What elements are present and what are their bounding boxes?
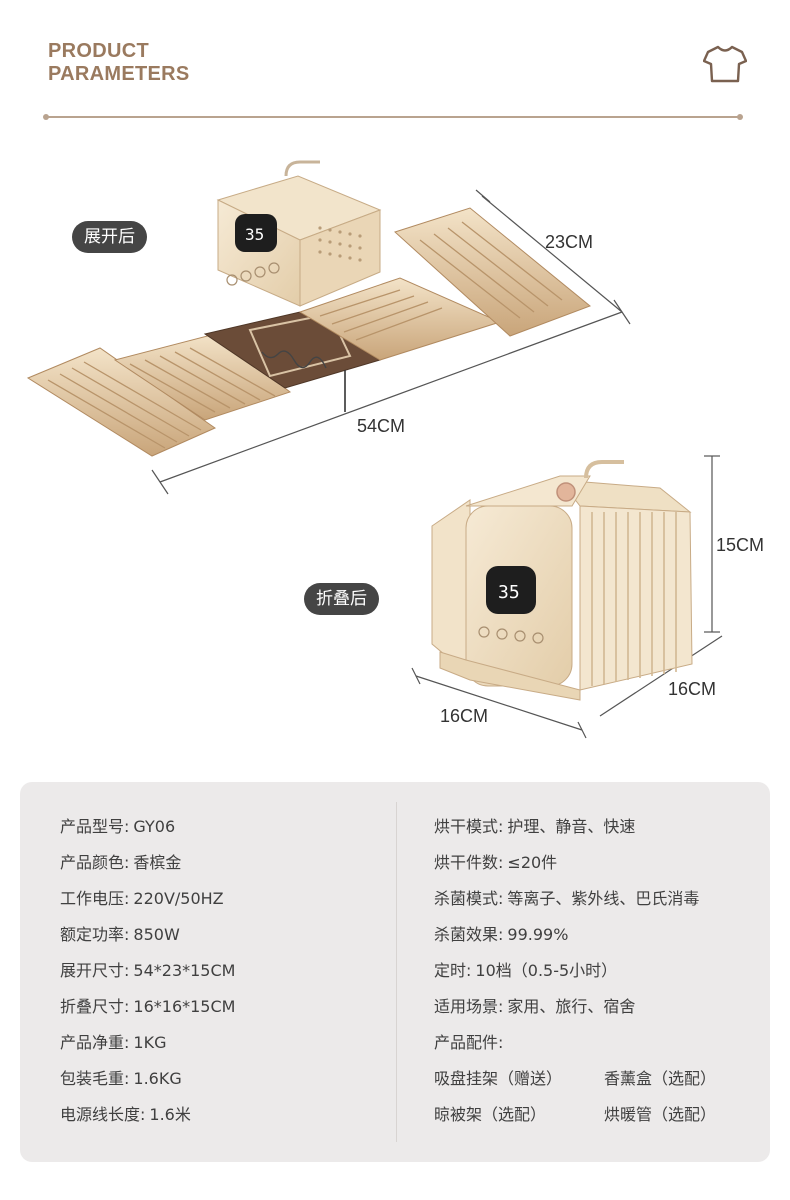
- spec-value: 99.99%: [507, 925, 569, 944]
- spec-card: [20, 782, 770, 1162]
- spec-row: 杀菌模式:等离子、紫外线、巴氏消毒: [434, 884, 716, 920]
- spec-value: 220V/50HZ: [133, 889, 224, 908]
- spec-column-left: 产品型号:GY06 产品颜色:香槟金 工作电压:220V/50HZ 额定功率:8…: [60, 812, 235, 1136]
- expanded-dimension-lines: [151, 189, 631, 495]
- spec-row: 产品净重:1KG: [60, 1028, 235, 1064]
- spec-label: 烘干模式:: [434, 817, 504, 836]
- spec-row: 杀菌效果:99.99%: [434, 920, 716, 956]
- product-illustration: 35: [26, 160, 723, 739]
- spec-value: 家用、旅行、宿舍: [507, 997, 636, 1016]
- spec-label: 杀菌效果:: [434, 925, 504, 944]
- spec-row: 定时:10档（0.5-5小时）: [434, 956, 716, 992]
- spec-value: 1.6KG: [133, 1069, 182, 1088]
- expanded-depth-dimension: 23CM: [545, 232, 594, 252]
- spec-row: 烘干模式:护理、静音、快速: [434, 812, 716, 848]
- spec-label: 烘干件数:: [434, 853, 504, 872]
- spec-row: 电源线长度:1.6米: [60, 1100, 235, 1136]
- spec-label: 额定功率:: [60, 925, 130, 944]
- folded-width-dimension: 16CM: [440, 706, 489, 726]
- spec-row: 适用场景:家用、旅行、宿舍: [434, 992, 716, 1028]
- spec-column-right: 烘干模式:护理、静音、快速 烘干件数:≤20件 杀菌模式:等离子、紫外线、巴氏消…: [434, 812, 716, 1136]
- spec-row: 包装毛重:1.6KG: [60, 1064, 235, 1100]
- folded-depth-dimension: 16CM: [668, 679, 717, 699]
- spec-value: GY06: [133, 817, 176, 836]
- title-line-1: PRODUCT: [48, 40, 149, 62]
- tshirt-icon: [703, 45, 747, 83]
- spec-row: 产品型号:GY06: [60, 812, 235, 848]
- spec-value: ≤20件: [507, 853, 558, 872]
- accessory-row: 晾被架（选配） 烘暖管（选配）: [434, 1100, 716, 1136]
- spec-row: 额定功率:850W: [60, 920, 235, 956]
- spec-row: 烘干件数:≤20件: [434, 848, 716, 884]
- spec-row: 工作电压:220V/50HZ: [60, 884, 235, 920]
- expanded-length-dimension: 54CM: [357, 416, 406, 436]
- folded-label: 折叠后: [304, 583, 379, 615]
- spec-label: 产品配件:: [434, 1033, 504, 1052]
- spec-label: 展开尺寸:: [60, 961, 130, 980]
- spec-label: 工作电压:: [60, 889, 130, 908]
- folded-device: 35: [431, 460, 693, 701]
- accessory-item: 烘暖管（选配）: [604, 1105, 717, 1124]
- accessory-item: 香薰盒（选配）: [604, 1069, 717, 1088]
- spec-label: 产品净重:: [60, 1033, 130, 1052]
- page-title: PRODUCT PARAMETERS: [48, 40, 190, 86]
- title-line-2: PARAMETERS: [48, 63, 190, 85]
- expanded-left-panels: [26, 333, 292, 457]
- spec-value: 香槟金: [133, 853, 182, 872]
- accessory-item: 晾被架（选配）: [434, 1105, 547, 1124]
- spec-label: 产品颜色:: [60, 853, 130, 872]
- spec-value: 等离子、紫外线、巴氏消毒: [507, 889, 700, 908]
- spec-value: 护理、静音、快速: [507, 817, 636, 836]
- expanded-label: 展开后: [72, 221, 147, 253]
- spec-label: 杀菌模式:: [434, 889, 504, 908]
- folded-display-text: 35: [498, 582, 520, 603]
- accessory-item: 吸盘挂架（赠送）: [434, 1069, 563, 1088]
- spec-value: 10档（0.5-5小时）: [475, 961, 618, 980]
- spec-label: 电源线长度:: [60, 1105, 146, 1124]
- folded-height-dimension: 15CM: [716, 535, 765, 555]
- folded-dimension-lines: [411, 455, 723, 739]
- spec-label: 产品型号:: [60, 817, 130, 836]
- header-divider: [43, 114, 743, 120]
- expanded-control-unit: 35: [216, 160, 382, 307]
- spec-label: 折叠尺寸:: [60, 997, 130, 1016]
- spec-row: 折叠尺寸:16*16*15CM: [60, 992, 235, 1028]
- spec-column-divider: [396, 802, 397, 1142]
- spec-value: 850W: [133, 925, 180, 944]
- spec-value: 54*23*15CM: [133, 961, 236, 980]
- spec-row: 展开尺寸:54*23*15CM: [60, 956, 235, 992]
- spec-label: 定时:: [434, 961, 472, 980]
- spec-value: 1KG: [133, 1033, 167, 1052]
- spec-value: 16*16*15CM: [133, 997, 236, 1016]
- spec-row: 产品配件:: [434, 1028, 716, 1064]
- spec-label: 包装毛重:: [60, 1069, 130, 1088]
- expanded-display-text: 35: [245, 225, 264, 244]
- spec-row: 产品颜色:香槟金: [60, 848, 235, 884]
- accessory-row: 吸盘挂架（赠送） 香薰盒（选配）: [434, 1064, 716, 1100]
- spec-value: 1.6米: [149, 1105, 191, 1124]
- expanded-right-panels: [298, 207, 591, 361]
- spec-label: 适用场景:: [434, 997, 504, 1016]
